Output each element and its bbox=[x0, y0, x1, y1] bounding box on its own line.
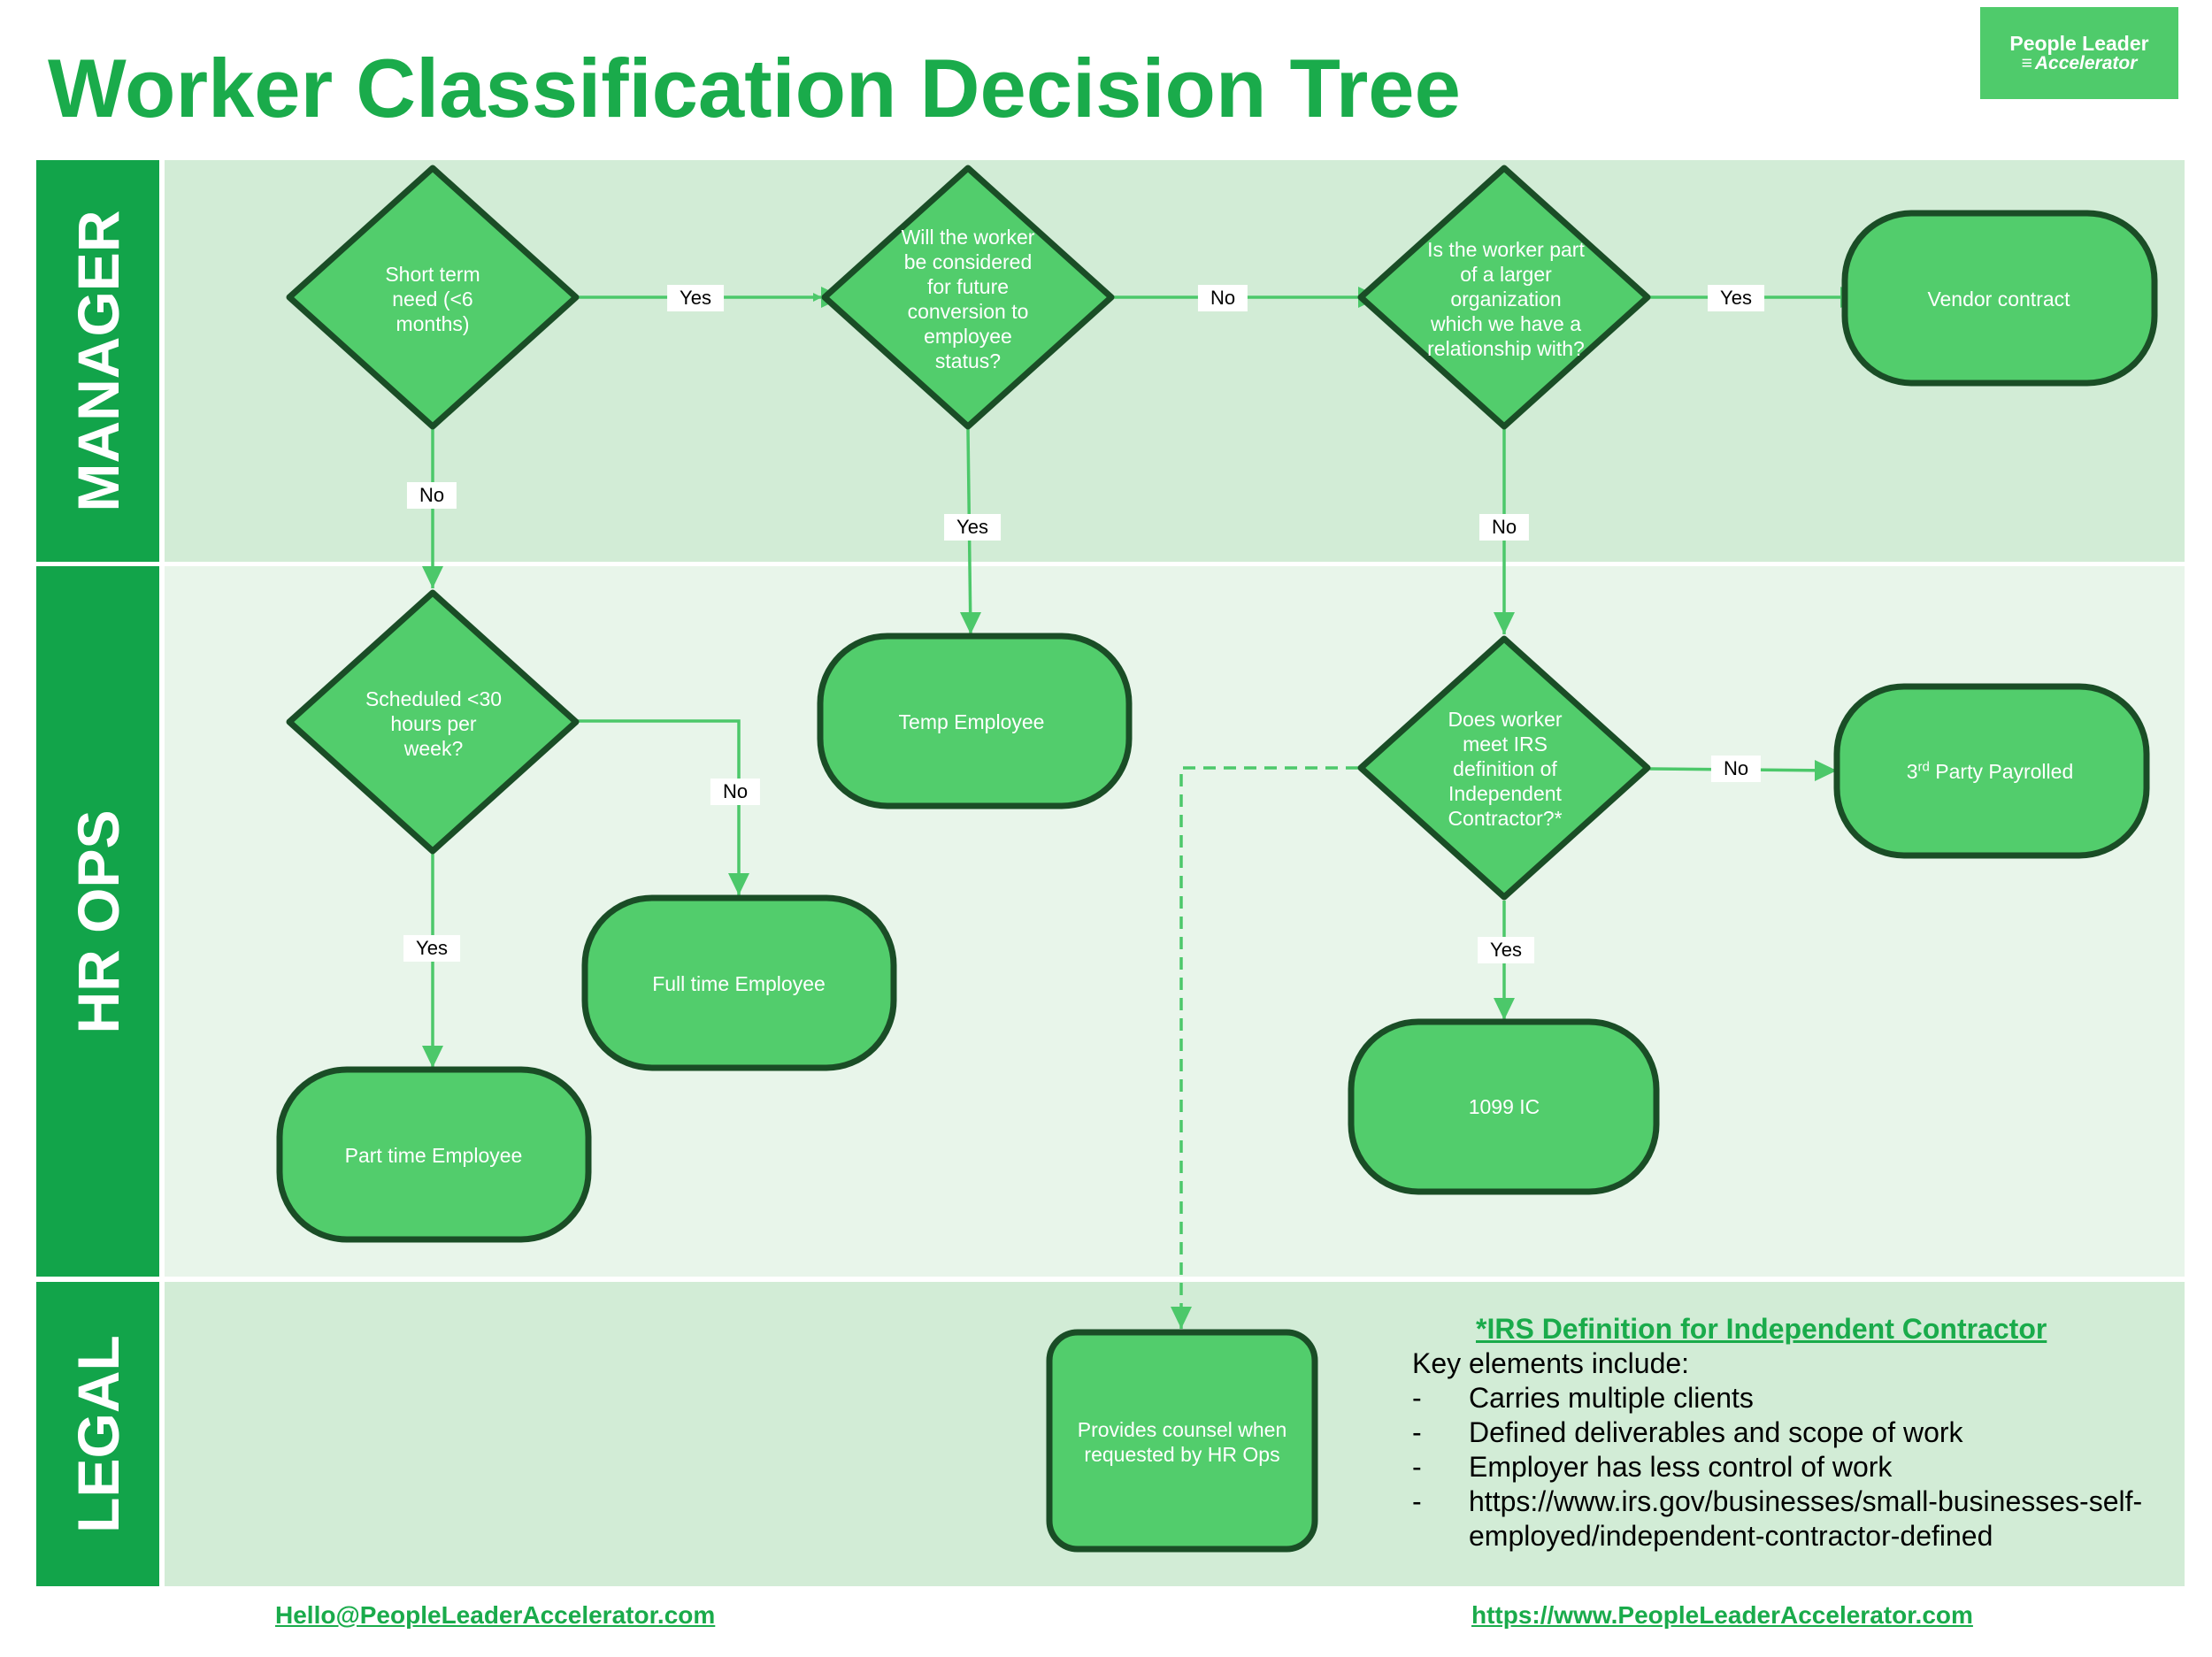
irs-definition-note: *IRS Definition for Independent Contract… bbox=[1412, 1312, 2173, 1553]
irs-note-item-text: Employer has less control of work bbox=[1469, 1451, 1893, 1483]
irs-note-bullet: - bbox=[1412, 1485, 1422, 1517]
terminal-vendor-contract: Vendor contract bbox=[1927, 287, 2070, 311]
irs-note-link-text[interactable]: https://www.irs.gov/businesses/small-bus… bbox=[1469, 1485, 2143, 1552]
connector-irs-to-legal-dashed bbox=[1179, 766, 1358, 1329]
terminal-vendor-contract-shape bbox=[1841, 210, 2158, 387]
decision-larger-org-shape bbox=[1357, 165, 1651, 430]
irs-note-bullet: - bbox=[1412, 1451, 1422, 1483]
decision-short-term: Short term need (<6 months) bbox=[385, 262, 480, 336]
logo-line-1: People Leader bbox=[2009, 31, 2149, 55]
decision-larger-org: Is the worker part of a larger organizat… bbox=[1427, 237, 1585, 361]
terminal-temp-employee: Temp Employee bbox=[898, 710, 1045, 733]
arrowhead-future-to-temp bbox=[960, 612, 981, 634]
decision-future-conversion-shape bbox=[821, 165, 1115, 430]
edge-label-scheduled-to-fulltime: No bbox=[710, 779, 761, 805]
lane-label-legal: LEGAL bbox=[36, 1282, 159, 1586]
arrowhead-scheduled-to-parttime bbox=[422, 1046, 443, 1068]
decision-short-term-shape bbox=[286, 165, 580, 430]
irs-note-intro: Key elements include: bbox=[1412, 1347, 1690, 1379]
edge-label-short-to-future: Yes bbox=[667, 285, 724, 311]
footer-website-link[interactable]: https://www.PeopleLeaderAccelerator.com bbox=[1471, 1601, 1973, 1629]
logo-line-2: Accelerator bbox=[2022, 53, 2138, 73]
decision-scheduled-hours: Scheduled <30 hours per week? bbox=[365, 687, 503, 761]
terminal-third-party: 3rd Party Payrolled bbox=[1848, 759, 2131, 784]
edge-label-short-to-scheduled: No bbox=[406, 482, 457, 509]
page-title: Worker Classification Decision Tree bbox=[48, 42, 1461, 134]
terminal-part-time: Part time Employee bbox=[344, 1143, 523, 1167]
terminal-temp-employee-shape bbox=[817, 633, 1133, 809]
irs-note-item: - Carries multiple clients bbox=[1412, 1381, 2173, 1415]
lane-label-hr-ops: HR OPS bbox=[36, 566, 159, 1277]
decision-irs-definition: Does worker meet IRS definition of Indep… bbox=[1448, 707, 1563, 831]
arrowhead-irs-to-legal bbox=[1171, 1307, 1192, 1329]
edge-label-larger-to-vendor: Yes bbox=[1708, 285, 1764, 311]
irs-note-title: *IRS Definition for Independent Contract… bbox=[1476, 1313, 2047, 1345]
third-party-prefix: 3 bbox=[1906, 759, 1918, 783]
brand-logo: People Leader Accelerator bbox=[1980, 7, 2178, 99]
process-legal-counsel-shape bbox=[1046, 1329, 1318, 1553]
edge-label-larger-to-irs: No bbox=[1479, 514, 1530, 541]
decision-irs-definition-shape bbox=[1357, 635, 1651, 901]
arrowhead-irs-to-1099 bbox=[1494, 998, 1515, 1020]
terminal-1099-ic-shape bbox=[1348, 1018, 1660, 1195]
arrowhead-larger-to-irs bbox=[1494, 612, 1515, 634]
irs-note-item-text: Carries multiple clients bbox=[1469, 1382, 1754, 1414]
terminal-full-time: Full time Employee bbox=[652, 971, 826, 995]
connector-scheduled-to-fulltime bbox=[577, 719, 741, 895]
process-legal-counsel: Provides counsel when requested by HR Op… bbox=[1077, 1417, 1287, 1466]
irs-note-item-text: Defined deliverables and scope of work bbox=[1469, 1416, 1963, 1448]
edge-label-future-to-larger: No bbox=[1197, 285, 1248, 311]
lane-label-manager: MANAGER bbox=[36, 160, 159, 562]
decision-scheduled-hours-shape bbox=[286, 589, 580, 855]
irs-note-item: - Employer has less control of work bbox=[1412, 1450, 2173, 1484]
arrowhead-irs-to-thirdparty bbox=[1815, 760, 1837, 781]
edge-label-irs-to-1099: Yes bbox=[1478, 937, 1534, 963]
edge-label-future-to-temp: Yes bbox=[944, 514, 1001, 541]
terminal-1099-ic: 1099 IC bbox=[1468, 1094, 1540, 1118]
irs-note-bullet: - bbox=[1412, 1416, 1422, 1448]
terminal-third-party-shape bbox=[1833, 683, 2150, 859]
terminal-part-time-shape bbox=[276, 1066, 592, 1243]
irs-note-bullet: - bbox=[1412, 1382, 1422, 1414]
irs-note-item: - https://www.irs.gov/businesses/small-b… bbox=[1412, 1484, 2173, 1553]
arrowhead-scheduled-to-fulltime bbox=[728, 873, 749, 895]
edge-label-scheduled-to-parttime: Yes bbox=[403, 935, 460, 962]
decision-future-conversion: Will the worker be considered for future… bbox=[901, 225, 1035, 373]
edge-label-irs-to-thirdparty: No bbox=[1710, 756, 1762, 782]
footer-email-link[interactable]: Hello@PeopleLeaderAccelerator.com bbox=[275, 1601, 716, 1629]
third-party-superscript: rd bbox=[1917, 759, 1930, 775]
irs-note-item: - Defined deliverables and scope of work bbox=[1412, 1415, 2173, 1450]
terminal-full-time-shape bbox=[581, 894, 897, 1071]
arrowhead-short-to-scheduled bbox=[422, 566, 443, 588]
third-party-rest: Party Payrolled bbox=[1929, 759, 2074, 783]
